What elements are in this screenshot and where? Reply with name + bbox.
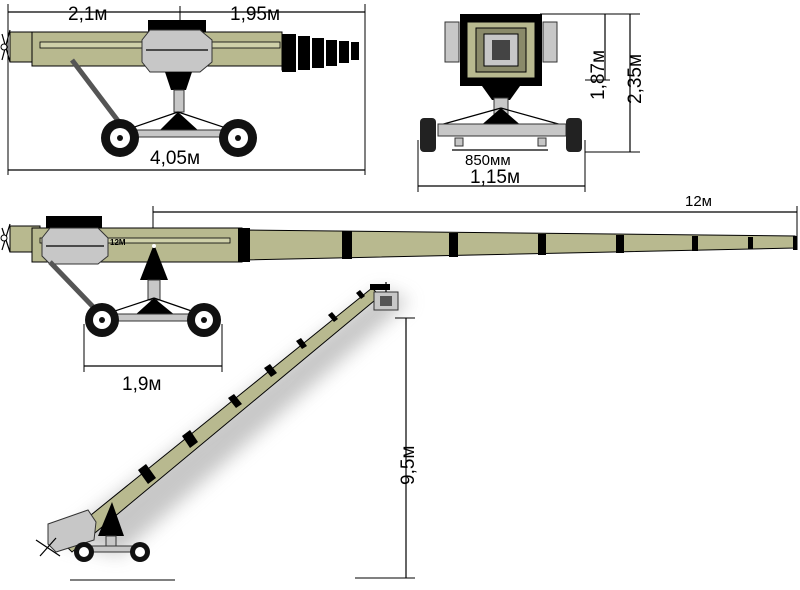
front-view: 1,87м 2,35м 850мм 1,15м [417, 13, 646, 192]
front-height-low-label: 1,87м [588, 50, 609, 100]
side-pivot-plate [141, 29, 213, 73]
side-dim-lines [7, 4, 366, 175]
raised-wheels [74, 542, 150, 562]
base-width-label: 1,9м [122, 374, 161, 395]
raised-camera-head [370, 282, 399, 311]
lift-height-label: 9,5м [398, 446, 419, 485]
boom-badge: 12M [110, 238, 126, 247]
side-view-extended: 12м 12M [0, 193, 798, 395]
front-height-high-label: 2,35м [625, 54, 646, 104]
side-view-folded: 2,1м 1,95м 4,05м [0, 4, 366, 175]
front-wheel-inner-label: 850мм [465, 152, 511, 169]
raised-boom-view: 9,5м [35, 282, 419, 581]
side-total-label: 4,05м [150, 148, 200, 169]
side-top-left-label: 2,1м [68, 4, 107, 25]
front-width-label: 1,15м [470, 167, 520, 188]
extended-wheels [85, 303, 221, 337]
raised-boom-joints [138, 290, 365, 484]
raised-pivot-plate [47, 509, 97, 553]
boom-length-label: 12м [685, 193, 712, 210]
extended-boom-joints [238, 228, 797, 262]
side-boom-telescope [282, 34, 359, 72]
extended-boom-telescope [241, 229, 796, 261]
side-wheels [101, 119, 257, 157]
side-counterweight [0, 29, 41, 63]
side-top-right-label: 1,95м [230, 4, 280, 25]
front-camera-head [444, 14, 558, 86]
